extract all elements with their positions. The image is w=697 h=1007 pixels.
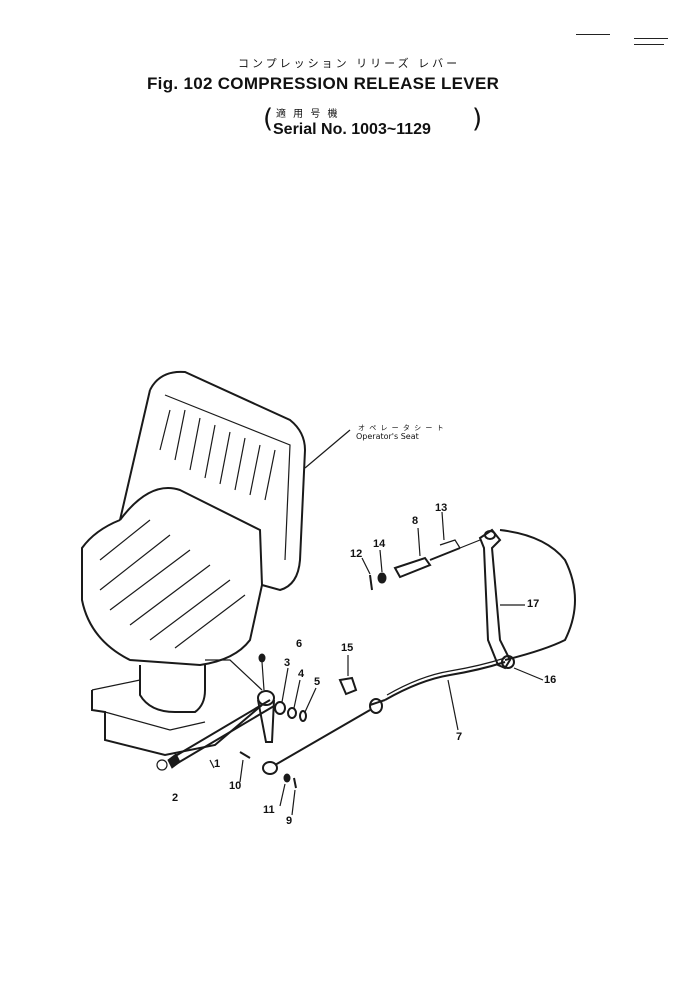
rod-end-leader-lines	[239, 759, 296, 816]
part-3-collar	[274, 701, 286, 715]
callout-13: 13	[435, 502, 448, 514]
seat-cushion-top	[119, 487, 263, 586]
rod-clevis	[262, 761, 278, 775]
callout-16: 16	[544, 674, 557, 686]
japanese-applicability: 適 用 号 機	[276, 109, 340, 120]
part-14-washer	[377, 572, 387, 584]
seat-pedestal	[139, 665, 206, 713]
shaft-callout-tick	[209, 759, 215, 769]
seat-base-inner	[91, 679, 206, 731]
lever-arm	[257, 699, 275, 743]
rod-end-assembly	[239, 751, 297, 816]
corner-mark-right	[634, 38, 668, 39]
callout-2: 2	[172, 792, 179, 804]
seat-cushion-stitching	[99, 519, 246, 649]
upper-linkage	[361, 511, 481, 591]
seat-label-japanese: オ ペ レ ー タ シ ー ト	[358, 424, 445, 432]
bracket-top-hole	[484, 530, 496, 540]
callout-7: 7	[456, 731, 463, 743]
cable-bracket	[478, 528, 544, 681]
part-4-washer	[287, 707, 297, 719]
seat-base-frame	[91, 690, 263, 757]
part-6-pin	[258, 653, 266, 663]
callout-6: 6	[296, 638, 303, 650]
lever-hub	[257, 690, 275, 706]
callout-4: 4	[298, 668, 305, 680]
callout-10: 10	[229, 780, 242, 792]
callout-15: 15	[341, 642, 354, 654]
part-12-cotter	[369, 574, 373, 591]
callout-11: 11	[263, 804, 275, 816]
knob	[156, 759, 168, 771]
callout-14: 14	[373, 538, 386, 550]
cable-outer	[384, 661, 506, 701]
shaft-body	[171, 699, 271, 759]
seat-back-left-edge	[119, 389, 151, 521]
upper-link-to-bracket	[459, 539, 481, 549]
seat-back-stitching	[159, 409, 276, 501]
cable-inner-wire	[274, 709, 371, 766]
callout-9: 9	[286, 815, 293, 827]
seat-back-outline	[149, 370, 307, 592]
control-cable	[274, 529, 576, 766]
shaft-end	[167, 753, 181, 769]
callout-17: 17	[527, 598, 540, 610]
cable-adjuster	[369, 698, 383, 714]
cable-outer-highlight	[386, 657, 506, 696]
serial-range: Serial No. 1003~1129	[273, 121, 431, 138]
part-13-rod	[429, 547, 461, 561]
part-10-pin	[239, 751, 251, 759]
part-16-clamp	[501, 655, 515, 669]
bracket-body	[478, 528, 512, 670]
shaft-body-lower	[175, 705, 275, 765]
part-15-clip	[338, 676, 358, 696]
left-parenthesis: (	[263, 104, 274, 134]
seat-cushion-outline	[81, 519, 263, 667]
seat-back-inner	[164, 394, 291, 561]
part-13-head	[439, 539, 461, 549]
seat-bracket	[205, 659, 263, 691]
part-11-washer	[283, 773, 291, 783]
callout-12: 12	[350, 548, 363, 560]
part-8-yoke	[393, 556, 432, 579]
part-9-cotter	[293, 777, 297, 789]
callout-5: 5	[314, 676, 321, 688]
operator-seat	[81, 370, 307, 757]
seat-label-english: Operator's Seat	[356, 432, 419, 441]
corner-mark-right-lower	[634, 44, 664, 45]
part-5-pin	[299, 710, 307, 722]
callout-1: 1	[214, 758, 221, 770]
figure-title: Fig. 102 COMPRESSION RELEASE LEVER	[147, 74, 500, 93]
clamp-leader-16	[513, 667, 544, 681]
cable-loop	[499, 529, 576, 661]
callout-3: 3	[284, 657, 291, 669]
release-shaft	[167, 699, 275, 769]
lever-assembly	[257, 653, 317, 743]
corner-mark-left	[576, 34, 610, 35]
upper-leader-lines	[361, 511, 445, 575]
right-parenthesis: )	[472, 104, 483, 134]
japanese-title: コンプレッション リリーズ レバー	[238, 57, 461, 70]
callout-8: 8	[412, 515, 419, 527]
lever-leader-lines	[261, 661, 317, 713]
cable-end-fitting	[369, 699, 386, 706]
cable-leader-7	[447, 679, 459, 731]
seat-leader-line	[304, 429, 351, 469]
